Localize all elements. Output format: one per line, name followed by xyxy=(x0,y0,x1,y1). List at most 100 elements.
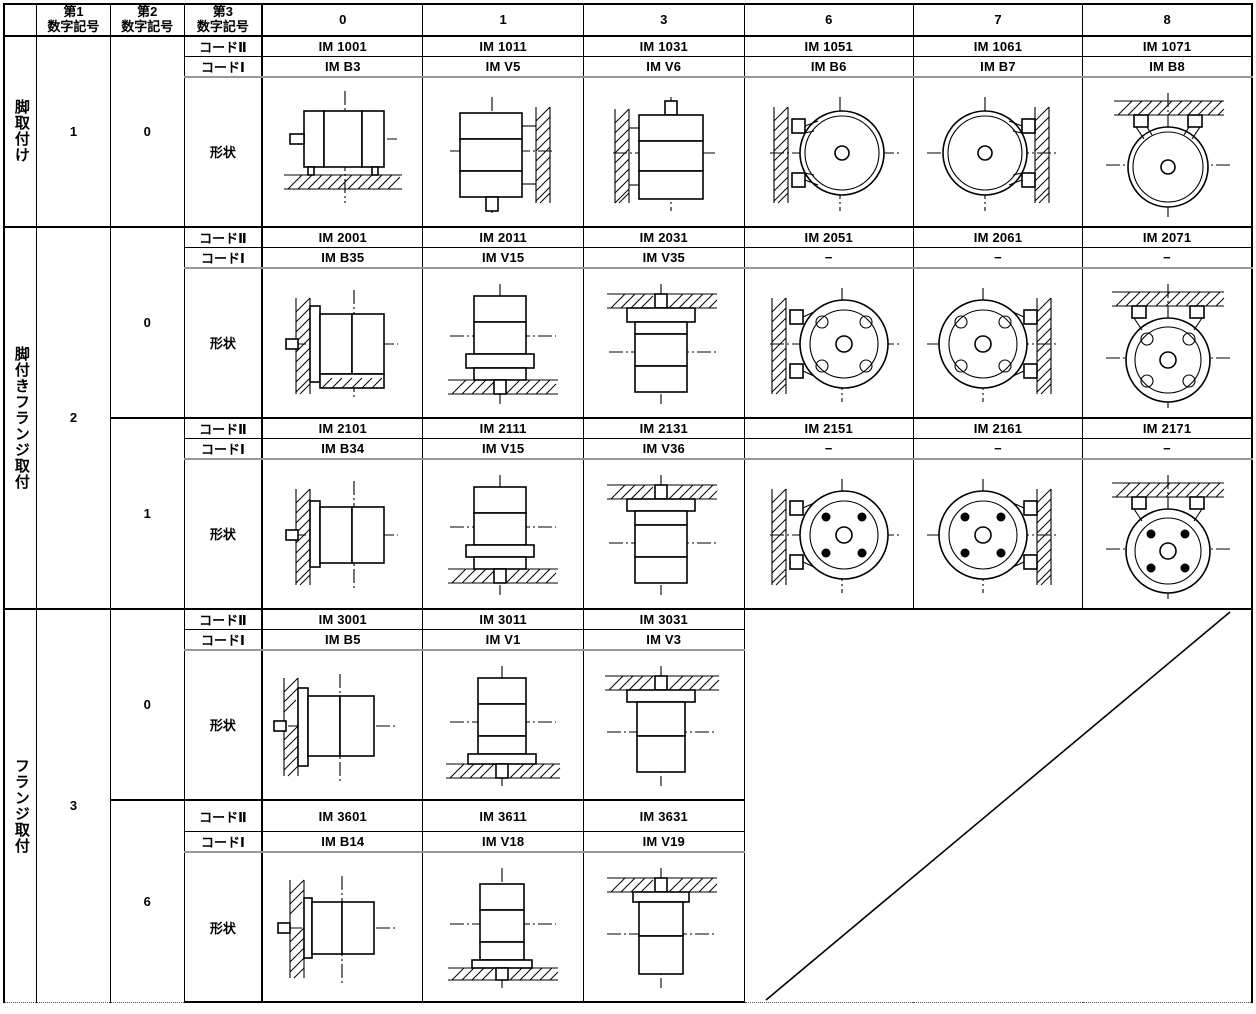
code2-label: コードⅡ xyxy=(183,607,264,630)
figure-cell xyxy=(912,267,1084,419)
code2-value: IM 2031 xyxy=(582,225,745,248)
figure-cell xyxy=(582,267,745,419)
figure-cell xyxy=(582,458,745,610)
figure-cell xyxy=(261,649,424,801)
section-digit1-2: 2 xyxy=(36,225,111,610)
empty-diagonal-cell xyxy=(743,607,1253,1003)
section-digit3-3-0: 0 xyxy=(109,607,185,801)
figure-cell xyxy=(1082,458,1254,610)
header-digit3: 第3 数字記号 xyxy=(183,3,264,37)
section-digit1-3: 3 xyxy=(36,607,111,1003)
section-name-1: 脚取付け xyxy=(12,99,30,164)
code2-row: 1 コードⅡ IM 2101 IM 2111 IM 2131 IM 2151 I… xyxy=(4,416,1254,610)
code1-row: コードⅠ IM B14 IM V18 IM V19 xyxy=(4,831,1252,854)
code1-value: − xyxy=(743,437,914,460)
code2-value: IM 3031 xyxy=(582,607,745,630)
code1-value: IM V6 xyxy=(582,55,745,78)
code2-row: 脚付きフランジ取付 2 0 コードⅡ IM 2001 IM 2011 IM 20… xyxy=(3,225,1254,610)
code1-label: コードⅠ xyxy=(183,437,264,460)
code2-value: IM 2071 xyxy=(1082,225,1254,248)
code2-value: IM 3601 xyxy=(261,798,424,833)
figure-cell xyxy=(912,76,1084,228)
code1-value: IM B3 xyxy=(261,55,424,78)
code2-label: コードⅡ xyxy=(183,798,264,833)
code1-value: IM V35 xyxy=(582,246,745,269)
code1-value: IM B6 xyxy=(743,55,914,78)
code2-value: IM 3631 xyxy=(582,798,745,833)
figure-cell xyxy=(261,458,424,610)
figure-cell xyxy=(261,76,424,228)
section-digit3-1-0: 0 xyxy=(109,34,185,228)
code1-row: コードⅠ IM B5 IM V1 IM V3 xyxy=(4,628,1252,651)
table-header-row: 第1 数字記号 第2 数字記号 第3 数字記号 0 1 3 6 7 8 xyxy=(3,3,1254,37)
code2-value: IM 1061 xyxy=(912,34,1084,57)
code1-value: IM V3 xyxy=(582,628,745,651)
figure-cell xyxy=(582,649,745,801)
code1-value: IM B35 xyxy=(261,246,424,269)
code1-value: IM V18 xyxy=(422,831,584,854)
shape-label: 形状 xyxy=(183,267,264,419)
figure-cell xyxy=(422,458,584,610)
code2-label: コードⅡ xyxy=(183,416,264,439)
code1-value: IM B34 xyxy=(261,437,424,460)
code1-value: IM V36 xyxy=(582,437,745,460)
shape-label: 形状 xyxy=(183,851,264,1004)
figure-cell xyxy=(582,76,745,228)
code2-value: IM 2001 xyxy=(261,225,424,248)
header-digit2-line2: 数字記号 xyxy=(121,18,174,34)
header-digit1: 第1 数字記号 xyxy=(36,3,111,37)
code1-value: IM V19 xyxy=(582,831,745,854)
header-digit2: 第2 数字記号 xyxy=(109,3,185,37)
code1-label: コードⅠ xyxy=(183,246,264,269)
section-label-3: フランジ取付 xyxy=(3,607,38,1003)
code2-label: コードⅡ xyxy=(183,34,264,57)
header-digit3-line2: 数字記号 xyxy=(196,18,249,34)
code2-row: 脚取付け 1 0 コードⅡ IM 1001 IM 1011 IM 1031 IM… xyxy=(3,34,1254,228)
code1-row: コードⅠ IM B35 IM V15 IM V35 − − − xyxy=(4,246,1254,269)
code1-label: コードⅠ xyxy=(183,55,264,78)
code2-value: IM 2051 xyxy=(743,225,914,248)
code2-label: コードⅡ xyxy=(183,225,264,248)
code1-value: − xyxy=(1082,246,1254,269)
shape-label: 形状 xyxy=(183,76,264,228)
code2-value: IM 1051 xyxy=(743,34,914,57)
header-column-0: 0 xyxy=(261,3,424,37)
code1-value: IM V1 xyxy=(422,628,584,651)
figure-row: 形状 xyxy=(4,267,1254,419)
code1-value: − xyxy=(743,246,914,269)
code1-value: IM V15 xyxy=(422,437,584,460)
code2-row: 6 コードⅡ IM 3601 IM 3611 IM 3631 xyxy=(4,798,1252,1003)
section-digit1-1: 1 xyxy=(36,34,111,228)
section-label-2: 脚付きフランジ取付 xyxy=(3,225,38,610)
figure-row: 形状 xyxy=(4,851,1252,1004)
section-label-1: 脚取付け xyxy=(3,34,38,228)
code2-value: IM 2161 xyxy=(912,416,1084,439)
figure-cell xyxy=(1082,267,1254,419)
mounting-designation-table-sheet: 第1 数字記号 第2 数字記号 第3 数字記号 0 1 3 6 7 8 脚取付け… xyxy=(0,3,1256,1014)
figure-cell xyxy=(743,267,914,419)
figure-cell xyxy=(582,851,745,1004)
code2-value: IM 2131 xyxy=(582,416,745,439)
figure-cell xyxy=(261,851,424,1004)
header-digit1-line1: 第1 xyxy=(63,4,84,19)
code1-row: コードⅠ IM B34 IM V15 IM V36 − − − xyxy=(4,437,1254,460)
figure-row: 形状 xyxy=(4,76,1254,228)
shape-label: 形状 xyxy=(183,458,264,610)
figure-row: 形状 xyxy=(4,458,1254,610)
section-digit3-2-1: 1 xyxy=(109,416,185,610)
header-column-6: 6 xyxy=(743,3,914,37)
code1-value: IM B7 xyxy=(912,55,1084,78)
figure-cell xyxy=(422,76,584,228)
figure-cell xyxy=(422,851,584,1004)
section-name-2: 脚付きフランジ取付 xyxy=(12,345,30,490)
shape-label: 形状 xyxy=(183,649,264,801)
header-column-1: 1 xyxy=(422,3,584,37)
code2-value: IM 2101 xyxy=(261,416,424,439)
code2-value: IM 1071 xyxy=(1082,34,1254,57)
code1-value: − xyxy=(912,246,1084,269)
figure-row: 形状 xyxy=(4,649,1252,801)
mounting-designation-table: 第1 数字記号 第2 数字記号 第3 数字記号 0 1 3 6 7 8 脚取付け… xyxy=(3,3,1254,1004)
code2-value: IM 3011 xyxy=(422,607,584,630)
header-column-8: 8 xyxy=(1082,3,1254,37)
code2-value: IM 2011 xyxy=(422,225,584,248)
